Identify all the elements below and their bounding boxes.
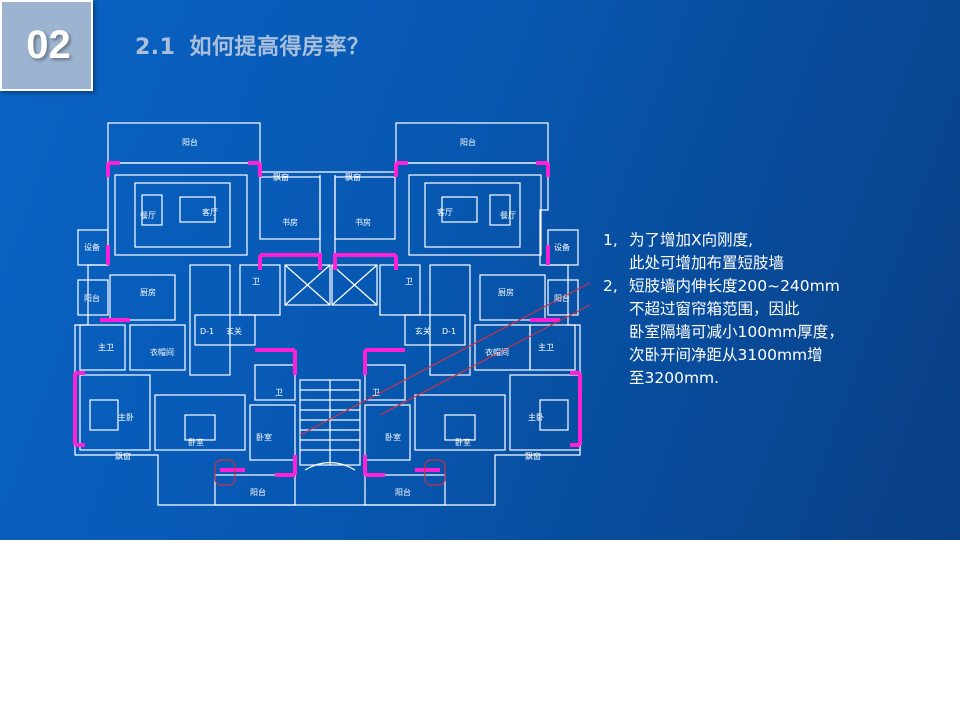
label-balcony-bottom-right: 阳台: [395, 487, 411, 497]
note-number: 2,: [603, 277, 618, 295]
title-number: 2.1: [135, 35, 176, 60]
slide-title: 2.1 如何提高得房率？: [135, 29, 370, 61]
label-master-bath-right: 主卫: [538, 342, 554, 352]
floor-plan: 阳台 阳台 飘窗 飘窗 书房 书房 客厅 客厅 餐厅 餐厅 设备 设备 阳台 阳…: [73, 122, 590, 506]
label-small-balcony-left: 阳台: [84, 293, 100, 303]
note-line: 此处可增加布置短肢墙: [629, 254, 785, 272]
label-living-left: 客厅: [202, 207, 218, 217]
label-cloakroom-left: 衣帽间: [150, 347, 174, 357]
label-equipment-left: 设备: [84, 242, 100, 252]
note-2: 2, 短肢墙内伸长度200~240mm 不超过窗帘箱范围，因此 卧室隔墙可减小1…: [603, 275, 923, 390]
label-bay-window-3: 飘窗: [115, 451, 131, 461]
note-line: 次卧开间净距从3100mm增: [629, 346, 823, 364]
short-wall-highlights: [73, 161, 582, 477]
note-number: 1,: [603, 231, 618, 249]
note-line: 卧室隔墙可减小100mm厚度，: [629, 323, 844, 341]
label-wc2-right: 卫: [372, 388, 380, 397]
note-line: 不超过窗帘箱范围，因此: [629, 300, 800, 318]
label-bedroom-left: 卧室: [188, 437, 204, 447]
note-line: 为了增加X向刚度,: [629, 231, 754, 249]
note-line: 至3200mm.: [629, 369, 720, 387]
label-wc-right: 卫: [405, 277, 413, 286]
label-foyer-right: 玄关: [415, 326, 431, 336]
label-balcony-top-left: 阳台: [182, 137, 198, 147]
title-text: 如何提高得房率？: [189, 35, 370, 60]
slide: 02 2.1 如何提高得房率？: [0, 0, 960, 540]
label-dining-right: 餐厅: [500, 211, 516, 220]
label-foyer-left: 玄关: [226, 326, 242, 336]
label-master-bed-right: 主卧: [528, 412, 544, 422]
note-1: 1, 为了增加X向刚度, 此处可增加布置短肢墙: [603, 229, 923, 275]
label-living-right: 客厅: [437, 207, 453, 217]
label-door-right: D-1: [442, 327, 456, 336]
annotation-leaders: [214, 282, 590, 486]
label-cloakroom-right: 衣帽间: [485, 347, 509, 357]
plan-walls: [74, 122, 581, 506]
label-study-right: 书房: [355, 217, 371, 227]
section-badge: 02: [0, 0, 93, 91]
note-line: 短肢墙内伸长度200~240mm: [629, 277, 840, 295]
label-bedroom2-left: 卧室: [256, 432, 272, 442]
label-bay-window-2: 飘窗: [345, 172, 361, 182]
label-bedroom2-right: 卧室: [385, 432, 401, 442]
label-equipment-right: 设备: [554, 242, 570, 252]
label-kitchen-right: 厨房: [498, 287, 514, 297]
label-wc-left: 卫: [252, 277, 260, 286]
label-master-bed-left: 主卧: [118, 412, 134, 422]
label-wc2-left: 卫: [275, 388, 283, 397]
label-bedroom-right: 卧室: [455, 437, 471, 447]
label-bay-window-1: 飘窗: [273, 172, 289, 182]
label-bay-window-4: 飘窗: [525, 451, 541, 461]
label-master-bath-left: 主卫: [98, 342, 114, 352]
label-dining-left: 餐厅: [140, 211, 156, 220]
plan-labels: 阳台 阳台 飘窗 飘窗 书房 书房 客厅 客厅 餐厅 餐厅 设备 设备 阳台 阳…: [84, 137, 570, 497]
label-small-balcony-right: 阳台: [554, 293, 570, 303]
label-study-left: 书房: [282, 217, 298, 227]
section-number: 02: [26, 23, 71, 67]
annotation-notes: 1, 为了增加X向刚度, 此处可增加布置短肢墙 2, 短肢墙内伸长度200~24…: [603, 229, 923, 390]
label-balcony-top-right: 阳台: [460, 137, 476, 147]
label-door-left: D-1: [200, 327, 214, 336]
label-kitchen-left: 厨房: [140, 287, 156, 297]
label-balcony-bottom-left: 阳台: [250, 487, 266, 497]
